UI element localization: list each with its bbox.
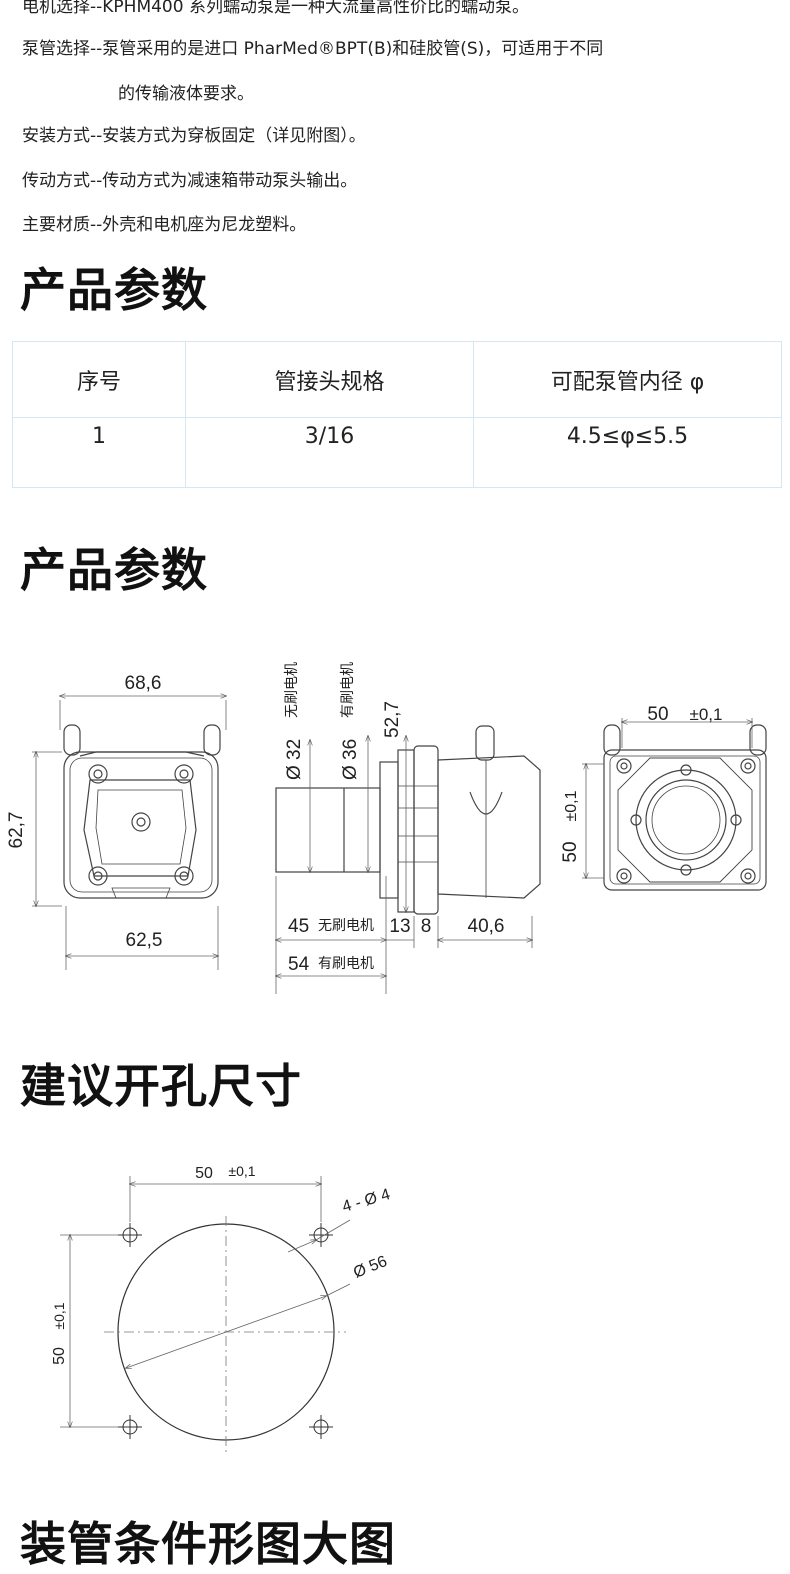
intro-line-motor: 电机选择--KPHM400 系列蠕动泵是一种大流量高性价比的蠕动泵。 xyxy=(22,0,529,17)
table-cell: 4.5≤φ≤5.5 xyxy=(473,417,782,488)
table-cell: 3/16 xyxy=(185,417,474,488)
mounting-holes xyxy=(118,1223,333,1439)
dim-len-brushed: 54 xyxy=(288,954,310,975)
dimension-drawing: 68,6 62,7 62,5 Ø 32 无刷电机 Ø 36 有刷电机 52,7 … xyxy=(6,662,767,994)
rear-view xyxy=(603,724,767,891)
dim-rear-height: 50 xyxy=(560,841,581,862)
section-title-next: 装管条件形图大图 xyxy=(20,1517,396,1571)
dim-len-8: 8 xyxy=(421,916,432,937)
dim-rear-width: 50 xyxy=(647,704,668,725)
table-row: 1 3/16 4.5≤φ≤5.5 xyxy=(12,417,782,488)
dim-cutout-holes: 4 - Ø 4 xyxy=(340,1186,392,1216)
dim-cutout-width-tol: ±0,1 xyxy=(228,1163,255,1179)
dim-front-width-top: 68,6 xyxy=(125,673,162,694)
section-title-params: 产品参数 xyxy=(20,263,208,317)
dim-cutout-height-tol: ±0,1 xyxy=(51,1302,67,1329)
section-title-hole: 建议开孔尺寸 xyxy=(20,1059,302,1113)
table-cell: 1 xyxy=(12,417,186,488)
dim-len-brushed-label: 有刷电机 xyxy=(318,955,374,971)
dim-motor-dia-brushless: Ø 32 xyxy=(284,739,305,780)
table-header-cell: 可配泵管内径 φ xyxy=(473,341,782,418)
dim-rear-width-tol: ±0,1 xyxy=(690,705,723,724)
dim-len-head: 40,6 xyxy=(468,916,505,937)
intro-line-tube: 泵管选择--泵管采用的是进口 PharMed®BPT(B)和硅胶管(S)，可适用… xyxy=(22,39,604,59)
dim-motor-brushless-label: 无刷电机 xyxy=(283,662,299,718)
dim-motor-dia-brushed: Ø 36 xyxy=(340,739,361,780)
table-header-cell: 序号 xyxy=(12,341,186,418)
front-view xyxy=(63,724,221,899)
dim-front-width-bottom: 62,5 xyxy=(126,930,163,951)
dim-front-height: 62,7 xyxy=(6,812,27,849)
intro-line-mount: 安装方式--安装方式为穿板固定（详见附图）。 xyxy=(22,126,366,146)
intro-line-material: 主要材质--外壳和电机座为尼龙塑料。 xyxy=(22,215,307,235)
dim-len-brushless: 45 xyxy=(288,916,309,937)
dim-flange-height: 52,7 xyxy=(382,701,403,738)
dim-motor-brushed-label: 有刷电机 xyxy=(339,662,355,718)
spec-table: 序号 管接头规格 可配泵管内径 φ 1 3/16 4.5≤φ≤5.5 xyxy=(12,341,782,488)
intro-line-tube-cont: 的传输液体要求。 xyxy=(118,84,254,104)
dim-len-13: 13 xyxy=(389,916,410,937)
cutout-drawing: 50 ±0,1 4 - Ø 4 Ø 56 50 ±0,1 xyxy=(51,1163,392,1452)
side-view xyxy=(275,725,541,915)
dim-rear-height-tol: ±0,1 xyxy=(563,790,580,821)
section-title-params-2: 产品参数 xyxy=(20,543,208,597)
dim-cutout-diameter: Ø 56 xyxy=(351,1253,390,1282)
intro-line-drive: 传动方式--传动方式为减速箱带动泵头输出。 xyxy=(22,171,358,191)
table-header-row: 序号 管接头规格 可配泵管内径 φ xyxy=(12,341,782,418)
table-header-cell: 管接头规格 xyxy=(185,341,474,418)
dim-cutout-height: 50 xyxy=(51,1347,68,1365)
dim-len-brushless-label: 无刷电机 xyxy=(318,917,374,933)
dim-cutout-width: 50 xyxy=(195,1165,213,1182)
